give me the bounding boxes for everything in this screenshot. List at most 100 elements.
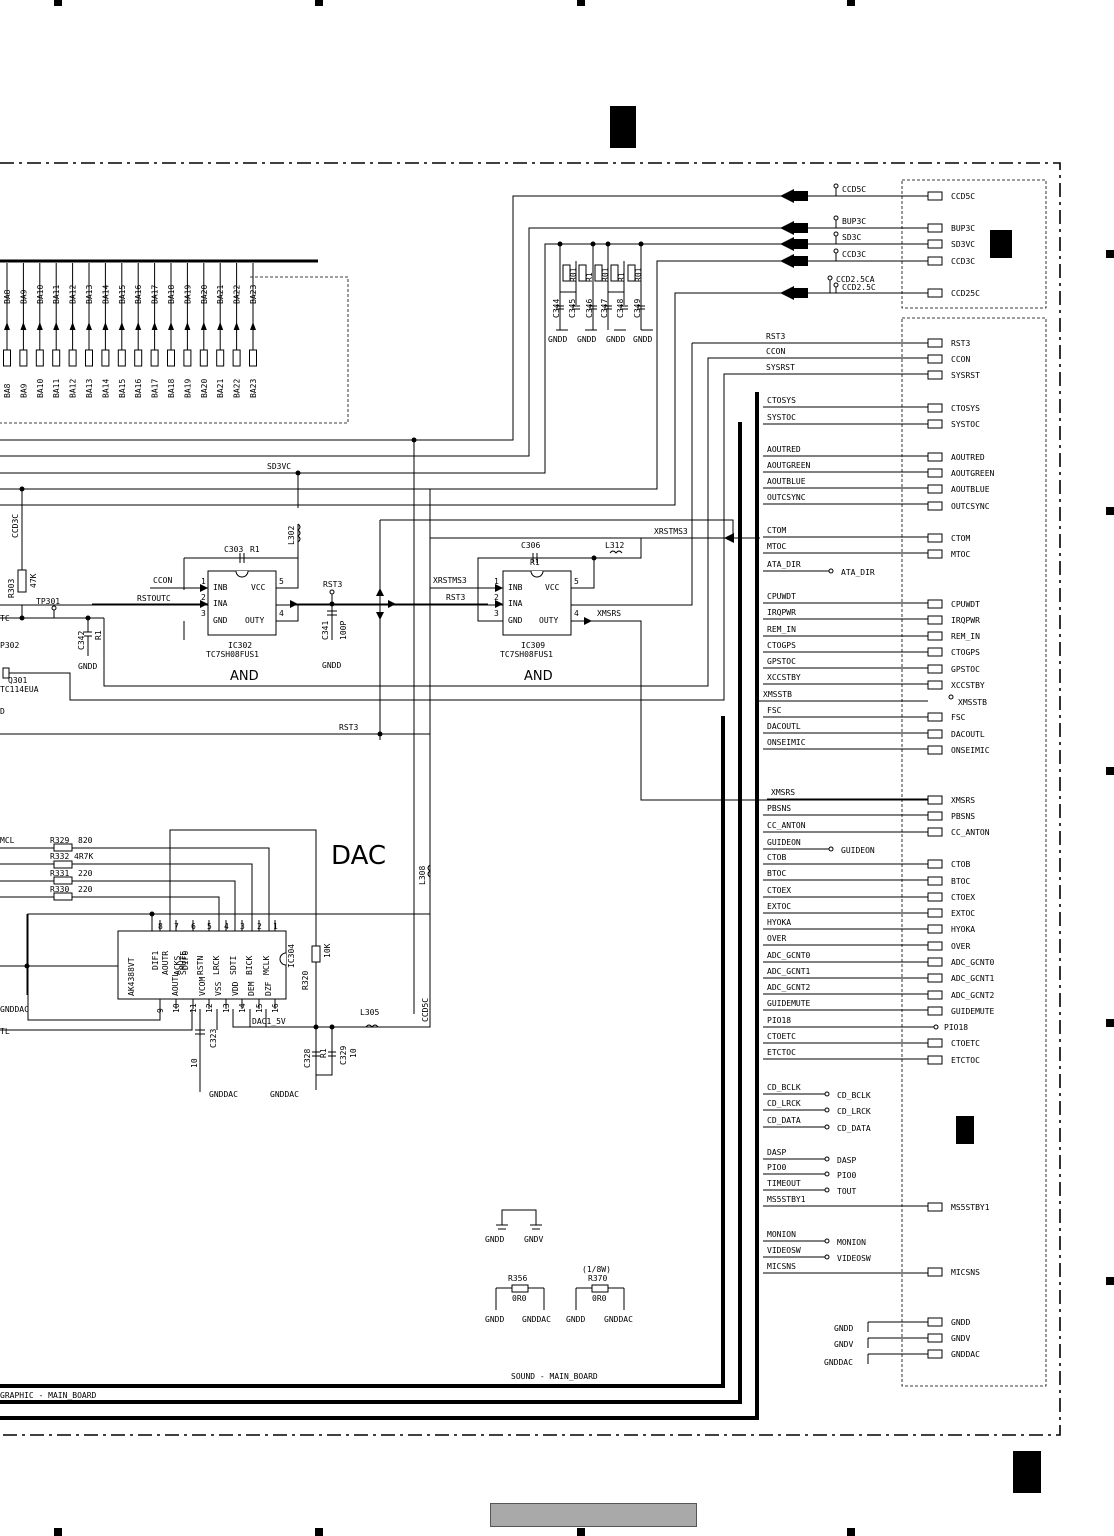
ic309-pin3: 3 [494, 609, 499, 618]
connector-label: FSC [951, 713, 966, 722]
ba-arrow [250, 322, 256, 330]
wire-label: IRQPWR [767, 608, 796, 617]
r331-label: R331 [50, 869, 69, 878]
ba-top-label: BA21 [216, 285, 225, 304]
ba-arrow [53, 322, 60, 330]
connector-label: CTOM [951, 534, 970, 543]
connector-pin [927, 957, 943, 967]
open-terminal [824, 1254, 830, 1260]
c303-r1: R1 [250, 545, 260, 554]
dac-top-pin-name: SMUTE [179, 951, 188, 975]
connector-pin [927, 827, 943, 837]
ic302-pin1: 1 [201, 577, 206, 586]
connector-pin [927, 990, 943, 1000]
ic302-pin3: 3 [201, 609, 206, 618]
wire-label: BTOC [767, 869, 786, 878]
r356-gnddac: GNDDAC [522, 1315, 551, 1324]
ba-top-label: BA20 [200, 285, 209, 304]
connector-label: AOUTRED [951, 453, 985, 462]
connector-pin [927, 501, 943, 511]
ba-resistor [35, 349, 44, 367]
r329-value: 820 [78, 836, 93, 845]
dac-bottom-pin-name: VDD [231, 981, 240, 996]
c303-label: C303 [224, 545, 243, 554]
l308-label: L308 [418, 866, 427, 885]
ba-arrow [200, 322, 207, 330]
wire-label: AOUTBLUE [767, 477, 806, 486]
decoupling-cap-label: C345 [568, 299, 577, 318]
dac-title: DAC [331, 841, 386, 871]
ic309-and-label: AND [524, 669, 553, 684]
ic309-pin-inb: INB [508, 583, 523, 592]
wire-label: RST3 [766, 332, 785, 341]
gnd-stack-gndv: GNDV [834, 1340, 853, 1349]
r370-gnddac: GNDDAC [604, 1315, 633, 1324]
wire-label: FSC [767, 706, 782, 715]
wire-label: PIO0 [767, 1163, 786, 1172]
dac-top-pin-number: 8 [158, 922, 163, 931]
ic302-pin-gnd: GND [213, 616, 228, 625]
wire-label: AOUTGREEN [767, 461, 811, 470]
ba-top-label: BA12 [69, 285, 78, 304]
ba-bottom-label: BA14 [101, 379, 110, 398]
connector-pin [927, 370, 943, 380]
ba-resistor [183, 349, 192, 367]
net-bup3c: BUP3C [842, 217, 866, 226]
ba-bottom-label: BA10 [36, 379, 45, 398]
ba-resistor [199, 349, 208, 367]
net-ccd5c: CCD5C [842, 185, 866, 194]
ba-resistor [232, 349, 241, 367]
ba-bottom-label: BA17 [151, 379, 160, 398]
wire-label: CTOB [767, 853, 786, 862]
ba-resistor [85, 349, 93, 367]
wire-label: PBSNS [767, 804, 791, 813]
q301-part: TC114EUA [0, 685, 39, 694]
wire-label: XMSRS [771, 788, 795, 797]
open-terminal [824, 1171, 830, 1177]
connector-label: PBSNS [951, 812, 975, 821]
connector-label: OVER [951, 942, 970, 951]
dac-top-pin-name: DIF0 [181, 951, 190, 970]
net-xrstms3: XRSTMS3 [654, 527, 688, 536]
wire-label: MONION [767, 1230, 796, 1239]
r332-label: R332 [50, 852, 69, 861]
connector-label: CPUWDT [951, 600, 980, 609]
ic309-pin4: 4 [574, 609, 579, 618]
ba-top-label: BA8 [3, 289, 12, 304]
r303-label: R303 [7, 579, 16, 598]
ba-resistor [216, 349, 225, 367]
open-terminal-label: ATA_DIR [841, 568, 875, 577]
c323-label: C323 [209, 1029, 218, 1048]
wire-label: CTOEX [767, 886, 791, 895]
connector-label: ONSEIMIC [951, 746, 990, 755]
ba-arrow [151, 322, 158, 330]
connector-pin [927, 468, 943, 478]
decoupling-resistor [594, 264, 603, 282]
ba-resistor [249, 349, 257, 367]
c323-value: 10 [190, 1058, 199, 1068]
c329-value: 10 [349, 1048, 358, 1058]
ba-top-label: BA15 [118, 285, 127, 304]
sound-board-label: SOUND - MAIN_BOARD [511, 1372, 598, 1381]
connector-pin [927, 1006, 943, 1016]
net-ccd25ca: CCD2.5CA [836, 275, 875, 284]
connector-label: CTOSYS [951, 404, 980, 413]
wire-label: HYOKA [767, 918, 791, 927]
gnd-stack-gnddac: GNDDAC [824, 1358, 853, 1367]
wire-label: CCON [766, 347, 785, 356]
ic309-ref: IC309 [521, 641, 545, 650]
open-terminal-label: PIO0 [837, 1171, 856, 1180]
ba-top-label: BA14 [101, 285, 110, 304]
power-pin [927, 191, 943, 201]
address-bus-lines: BA8BA8BA9BA9BA10BA10BA11BA11BA12BA12BA13… [3, 263, 258, 398]
gnddac-left: GNDDAC [0, 1005, 29, 1014]
dac-bottom-pin-name: VCOM [198, 977, 207, 996]
ground-jumpers: GNDD GNDV R356 0R0 GNDD GNDDAC (1/8W) R3… [485, 1209, 633, 1324]
decoupling-r-label: R01 [569, 267, 578, 282]
connector-label: CTOETC [951, 1039, 980, 1048]
ba-arrow [217, 322, 224, 330]
power-rails: CCD5C BUP3C SD3C CCD3C CCD2.5CA CCD2.5C [0, 183, 928, 1014]
connector-label: MS5STBY1 [951, 1203, 990, 1212]
